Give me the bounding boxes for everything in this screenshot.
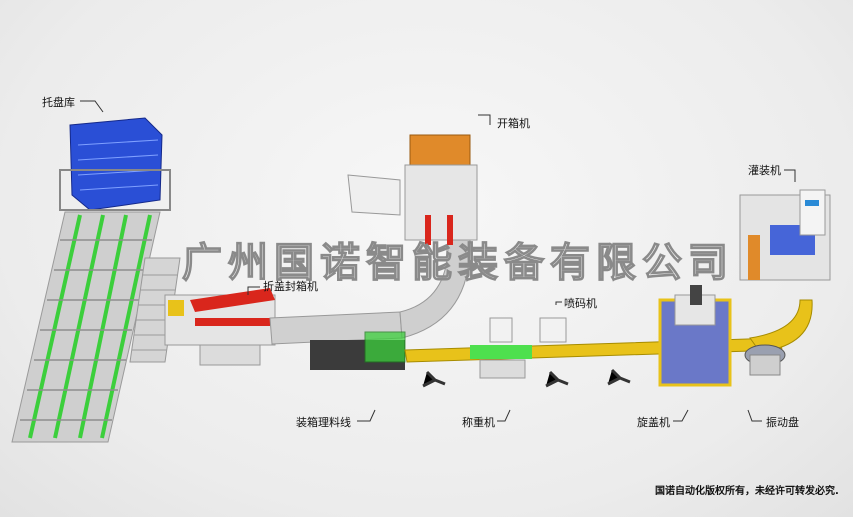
- label-case-packing-line: 装箱理料线: [296, 416, 351, 429]
- case-erector-machine: [347, 134, 478, 245]
- conveyor-stands: [422, 368, 631, 388]
- checkweigher-machine: [479, 317, 526, 379]
- label-pallet-storage: 托盘库: [42, 96, 75, 109]
- copyright-notice: 国诺自动化版权所有，未经许可转发必究.: [655, 486, 839, 497]
- label-vibratory-feeder: 振动盘: [766, 416, 799, 429]
- filling-machine: [739, 189, 831, 281]
- company-watermark: 广州国诺智能装备有限公司: [181, 239, 734, 286]
- case-packing-line: [310, 331, 406, 370]
- case-sealer-machine: [164, 288, 276, 366]
- label-capping-machine: 旋盖机: [637, 416, 670, 429]
- label-inkjet-printer: 喷码机: [564, 297, 597, 310]
- vibratory-feeder: [744, 344, 786, 376]
- pallet-conveyor: [11, 211, 161, 443]
- leader-lines: [80, 100, 796, 422]
- label-case-erector: 开箱机: [497, 117, 530, 130]
- capping-machine: [658, 285, 732, 387]
- label-case-sealer: 折盖封箱机: [263, 280, 318, 293]
- pallet-rack: [59, 117, 171, 211]
- label-checkweigher: 称重机: [462, 416, 495, 429]
- label-filling-machine: 灌装机: [748, 164, 781, 177]
- inkjet-printer-machine: [539, 317, 567, 343]
